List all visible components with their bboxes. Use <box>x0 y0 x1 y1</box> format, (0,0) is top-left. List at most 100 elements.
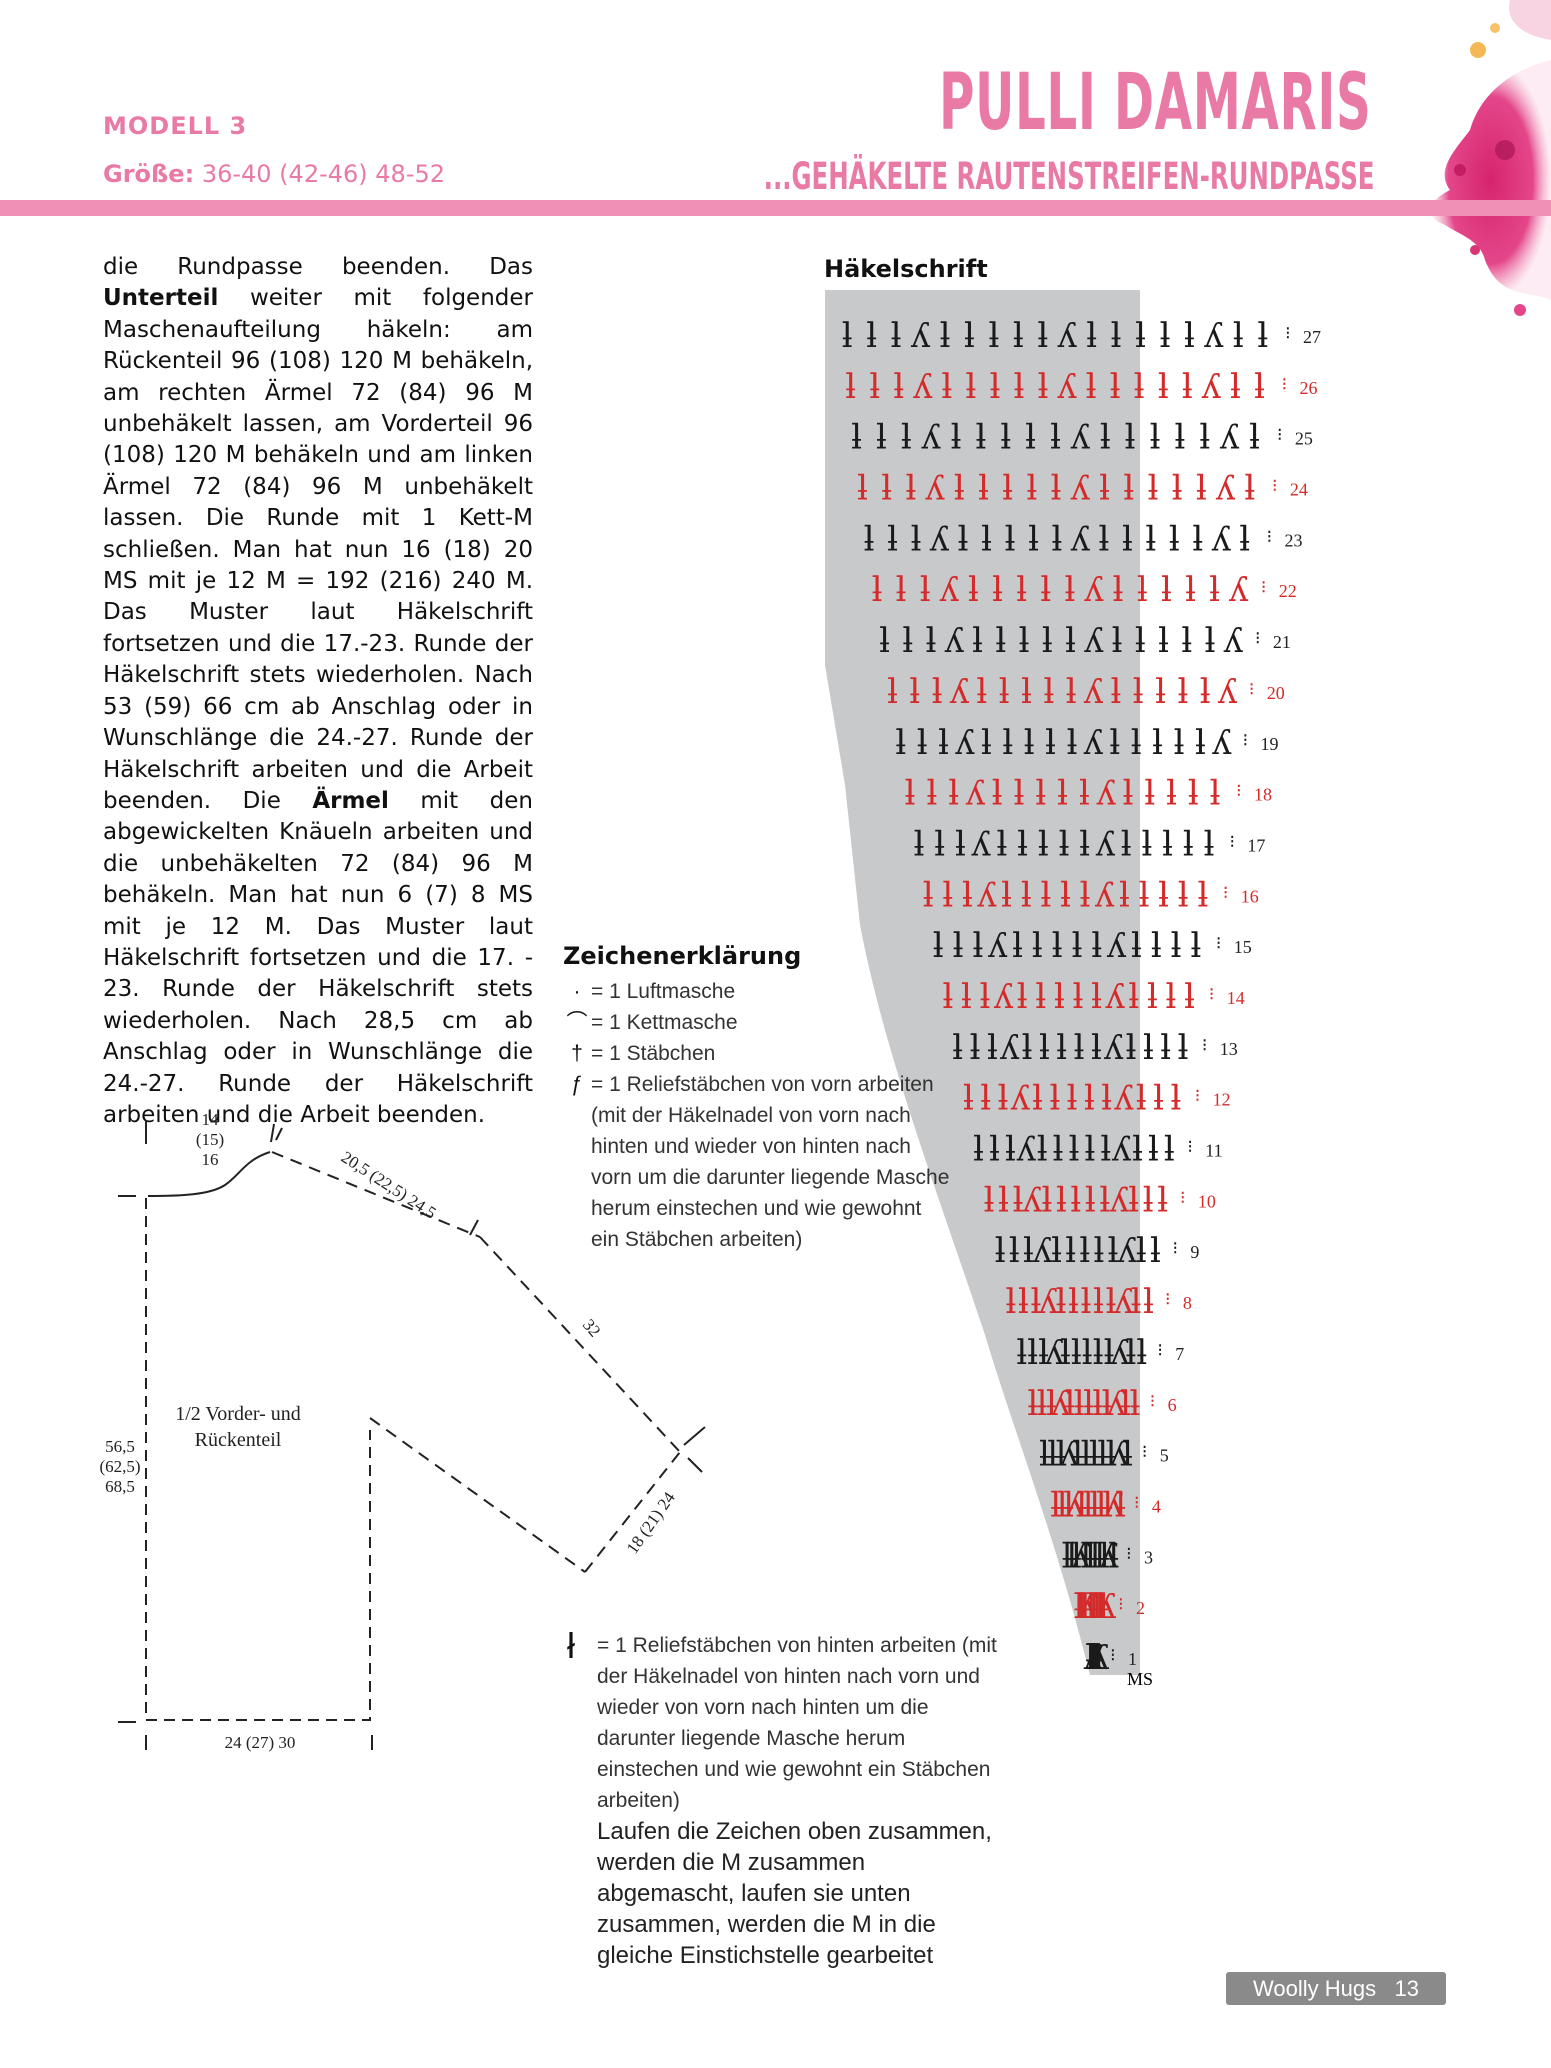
chain-dots: ⁝ <box>1229 832 1235 852</box>
chain-dot-icon: · <box>563 976 591 1007</box>
stitch-symbol: ƚ <box>1157 1180 1168 1220</box>
row-number: 24 <box>1290 480 1308 500</box>
stitch-symbol: ƚ <box>1086 316 1097 356</box>
stitch-symbol: ƚ <box>1005 519 1016 559</box>
stitch-symbol: ƚ <box>1086 367 1097 407</box>
stitch-symbol: ƚ <box>1019 621 1030 661</box>
stitch-symbol: ʎ <box>1215 469 1236 509</box>
stitch-symbol: ƚ <box>1079 825 1090 865</box>
stitch-symbol: ƚ <box>1002 723 1013 763</box>
chain-dots: ⁝ <box>1110 1645 1116 1665</box>
stitch-symbol: ƚ <box>1110 672 1121 712</box>
stitch-symbol: ƚ <box>1160 316 1171 356</box>
stitch-symbol: ƚ <box>1037 316 1048 356</box>
chart-title: Häkelschrift <box>824 255 988 283</box>
stitch-symbol: ʎ <box>1089 1638 1110 1678</box>
stitch-symbol: ƚ <box>1158 875 1169 915</box>
stitch-symbol: ƚ <box>1183 825 1194 865</box>
stitch-symbol: ƚ <box>1085 1180 1096 1220</box>
stitch-symbol: ƚ <box>964 316 975 356</box>
stitch-symbol: ƚ <box>1123 774 1134 814</box>
chain-dots: ⁝ <box>1282 374 1288 394</box>
row-number: 20 <box>1267 683 1285 703</box>
stitch-symbol: ƚ <box>891 316 902 356</box>
stitch-symbol: ƚ <box>1136 1079 1147 1119</box>
stitch-symbol: ƚ <box>1079 774 1090 814</box>
text-run: mit den abgewickelten Knäueln arbeiten u… <box>103 788 533 1128</box>
stitch-symbol: ƚ <box>1190 926 1201 966</box>
chain-dots: ⁝ <box>1236 781 1242 801</box>
stitch-symbol: ƚ <box>981 723 992 763</box>
stitch-symbol: ƚ <box>1188 774 1199 814</box>
stitch-symbol: ƚ <box>1064 570 1075 610</box>
stitch-symbol: ʎ <box>1070 418 1091 458</box>
stitch-symbol: ƚ <box>1098 519 1109 559</box>
stitch-symbol: ƚ <box>926 774 937 814</box>
footer-brand: Woolly Hugs <box>1253 1976 1376 2001</box>
stitch-symbol: ƚ <box>953 926 964 966</box>
row-number: 27 <box>1303 327 1321 347</box>
stitch-symbol: ƚ <box>951 418 962 458</box>
stitch-symbol: ʎ <box>1022 1180 1043 1220</box>
chain-dots: ⁝ <box>1142 1442 1148 1462</box>
stitch-symbol: ƚ <box>1054 977 1065 1017</box>
stitch-symbol: ƚ <box>1051 519 1062 559</box>
stitch-symbol: ƚ <box>1038 825 1049 865</box>
stitch-symbol: ƚ <box>1111 316 1122 356</box>
row-number: 11 <box>1205 1141 1222 1161</box>
stitch-symbol: ƚ <box>968 570 979 610</box>
stitch-symbol: ƚ <box>942 875 953 915</box>
stitch-symbol: ƚ <box>1000 418 1011 458</box>
stitch-symbol: ʎ <box>1211 723 1232 763</box>
row-number: 17 <box>1247 836 1265 856</box>
stitch-symbol: ƚ <box>1022 1028 1033 1068</box>
stitch-symbol: ƚ <box>1244 469 1255 509</box>
stitch-symbol: ʎ <box>1010 1079 1031 1119</box>
chain-dots: ⁝ <box>1195 1086 1201 1106</box>
stitch-symbol: ʎ <box>1057 316 1078 356</box>
stitch-symbol: ƚ <box>893 367 904 407</box>
chain-dots: ⁝ <box>1118 1594 1124 1614</box>
stitch-symbol: ƚ <box>1081 1282 1092 1322</box>
stitch-symbol: ƚ <box>1093 1282 1104 1322</box>
stitch-symbol: ƚ <box>1165 977 1176 1017</box>
size-value: 36-40 (42-46) 48-52 <box>202 160 445 188</box>
stitch-symbol: ƚ <box>1067 723 1078 763</box>
stitch-symbol: ƚ <box>1174 723 1185 763</box>
watercolor-splash-image <box>1360 0 1551 330</box>
stitch-symbol: ʎ <box>1103 1028 1124 1068</box>
stitch-symbol: ƚ <box>1056 1282 1067 1322</box>
stitch-symbol: ƚ <box>1197 875 1208 915</box>
text-run: die Rundpasse beenden. Das <box>103 254 533 280</box>
stitch-symbol: ƚ <box>1005 1282 1016 1322</box>
stitch-symbol: ƚ <box>998 1180 1009 1220</box>
row-number: 8 <box>1183 1293 1192 1313</box>
stitch-symbol: ƚ <box>1091 926 1102 966</box>
stitch-symbol: ƚ <box>857 469 868 509</box>
schematic-label-1: 1/2 Vorder- und <box>175 1403 301 1425</box>
stitch-symbol: ƚ <box>1131 926 1142 966</box>
stitch-symbol: ƚ <box>905 774 916 814</box>
stitch-symbol: ƚ <box>887 519 898 559</box>
stitch-symbol: ʎ <box>1111 1130 1132 1170</box>
stitch-symbol: ʎ <box>1083 672 1104 712</box>
stitch-symbol: ʎ <box>970 825 991 865</box>
stitch-symbol: ƚ <box>955 825 966 865</box>
stitch-symbol: ƚ <box>842 316 853 356</box>
stitch-symbol: ƚ <box>1066 672 1077 712</box>
stitch-symbol: ƚ <box>1005 1130 1016 1170</box>
stitch-symbol: ƚ <box>1053 1130 1064 1170</box>
legend-item-chain: ·= 1 Luftmasche <box>563 976 983 1007</box>
footer-page-badge: Woolly Hugs 13 <box>1226 1972 1446 2005</box>
stitch-symbol: ƚ <box>1016 1333 1027 1373</box>
stitch-symbol: ƚ <box>1169 519 1180 559</box>
stitch-symbol: ƚ <box>1052 926 1063 966</box>
stitch-symbol: ƚ <box>958 519 969 559</box>
stitch-symbol: ƚ <box>972 926 983 966</box>
row-number: 15 <box>1234 937 1252 957</box>
stitch-symbol: ƚ <box>1021 672 1032 712</box>
row-number: 4 <box>1152 1497 1161 1517</box>
model-label: MODELL 3 <box>103 112 247 140</box>
stitch-symbol: ƚ <box>1125 1333 1136 1373</box>
stitch-symbol: ʎ <box>1203 316 1224 356</box>
